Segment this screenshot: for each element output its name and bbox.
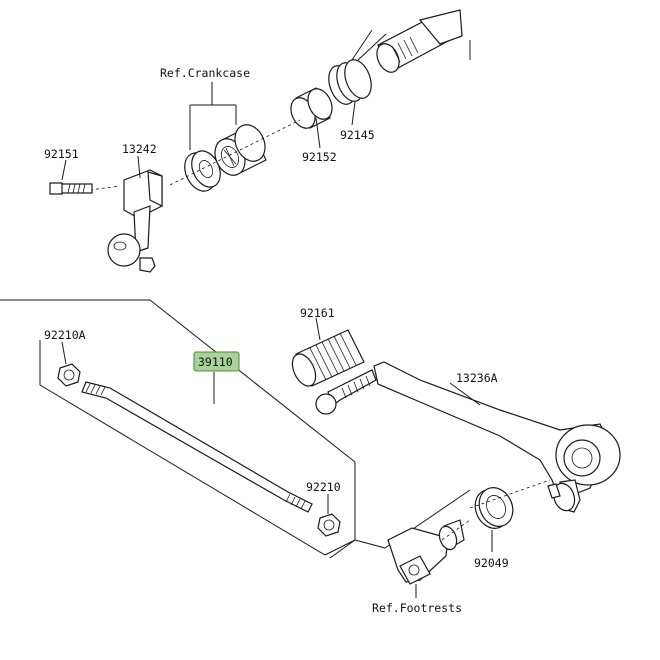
washer-92049-part xyxy=(474,487,514,529)
centre-line-upper xyxy=(169,119,301,186)
leader-13236a xyxy=(449,382,481,406)
highlight-39110 xyxy=(193,351,240,372)
nut-92210-part xyxy=(317,513,341,537)
ref-crankcase-leader xyxy=(189,82,237,150)
label-39110: 39110 xyxy=(198,355,233,369)
bushing-92152-part xyxy=(290,87,333,129)
label-ref-crankcase: Ref.Crankcase xyxy=(160,66,250,80)
tie-rod-39110-part xyxy=(81,381,313,513)
label-92152: 92152 xyxy=(302,150,337,164)
bolt-92151-part xyxy=(49,182,93,195)
group-frame xyxy=(0,299,471,559)
label-13242: 13242 xyxy=(122,142,157,156)
rubber-92161-part xyxy=(291,329,365,387)
leader-92151 xyxy=(61,159,67,181)
label-13236a: 13236A xyxy=(456,371,498,385)
label-92145: 92145 xyxy=(340,128,375,142)
label-92210a: 92210A xyxy=(44,328,86,342)
leader-92161 xyxy=(315,317,321,341)
shift-shaft-part xyxy=(376,9,463,73)
leader-92210a xyxy=(61,341,67,365)
label-92161: 92161 xyxy=(300,306,335,320)
nut-92210a-part xyxy=(57,363,81,387)
shift-arm-13242-part xyxy=(107,169,163,273)
leader-92152 xyxy=(315,117,321,149)
bearing-sleeve-part xyxy=(214,124,267,176)
label-92049: 92049 xyxy=(474,556,509,570)
clevis-part xyxy=(387,519,465,585)
leader-92145 xyxy=(351,101,356,126)
leader-13242 xyxy=(137,155,141,179)
shift-pedal-13236a-part xyxy=(315,361,621,513)
label-92151: 92151 xyxy=(44,147,79,161)
washer-part xyxy=(184,150,221,192)
label-92210: 92210 xyxy=(306,480,341,494)
label-ref-footrests: Ref.Footrests xyxy=(372,601,462,615)
spring-92145-part xyxy=(328,29,387,105)
